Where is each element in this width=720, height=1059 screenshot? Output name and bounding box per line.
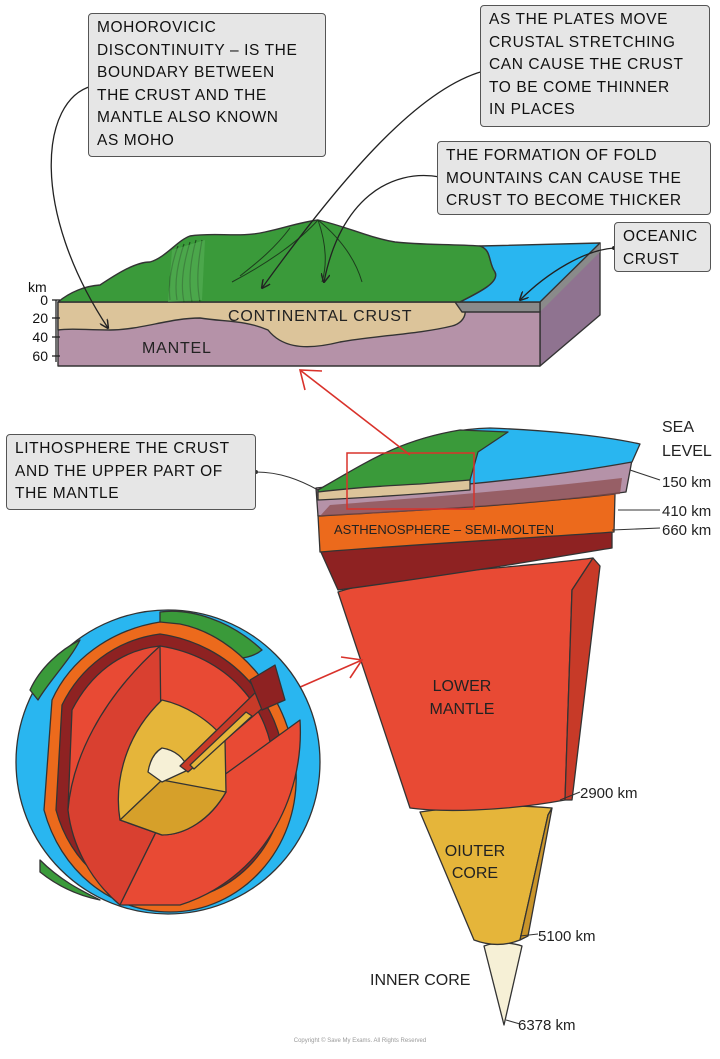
moho-note-line-2: DISCONTINUITY – IS THE	[97, 41, 298, 59]
cone-label-lines	[255, 469, 661, 1025]
globe-wedge-left-face	[67, 645, 163, 906]
moho-note-line-4: THE CRUST AND THE	[97, 86, 267, 104]
lithosphere-note-line-2: AND THE UPPER PART OF	[15, 462, 223, 480]
depth-unit-label: km	[28, 279, 47, 295]
copyright-text: Copyright © Save My Exams. All Rights Re…	[293, 1038, 427, 1044]
globe-continent-bottom	[39, 859, 101, 901]
oceanic-crust-note-box: OCEANIC CRUST	[614, 222, 711, 272]
lithosphere-note-line-1: LITHOSPHERE THE CRUST	[15, 440, 230, 457]
moho-note-line-6: AS MOHO	[97, 131, 175, 149]
earth-layer-cone	[315, 427, 641, 1026]
crust-cross-section-block	[57, 219, 601, 367]
depth-660-label: 660 km	[662, 522, 711, 539]
oceanic-note-line-1: OCEANIC	[623, 228, 698, 245]
depth-150-label: 150 km	[662, 474, 711, 491]
mantel-label: MANTEL	[142, 340, 212, 357]
depth-2900-label: 2900 km	[580, 785, 638, 802]
continental-crust-layer	[57, 301, 466, 348]
depth-410-label: 410 km	[662, 503, 711, 520]
level-label: LEVEL	[662, 443, 712, 460]
fold-note-line-3: CRUST TO BECOME THICKER	[446, 192, 682, 209]
zoom-arrows	[297, 369, 411, 689]
depth-tick-0: 0	[40, 292, 48, 308]
depth-5100-label: 5100 km	[538, 928, 596, 945]
asthenosphere-label: ASTHENOSPHERE – SEMI-MOLTEN	[334, 522, 554, 537]
oceanic-crust-layer	[454, 301, 541, 313]
depth-tick-60: 60	[32, 348, 48, 364]
moho-note-line-3: BOUNDARY BETWEEN	[97, 64, 275, 81]
globe-inner-core	[147, 747, 189, 783]
lower-mantle-label-2: MANTLE	[430, 701, 495, 718]
stretching-note-line-1: AS THE PLATES MOVE	[489, 11, 669, 28]
stretching-note-line-2: CRUSTAL STRETCHING	[489, 33, 676, 51]
stretching-note-line-5: IN PLACES	[489, 101, 576, 118]
fold-note-line-1: THE FORMATION OF FOLD	[446, 147, 658, 164]
globe-continent-left	[29, 639, 81, 701]
depth-tick-40: 40	[32, 329, 48, 345]
depth-6378-label: 6378 km	[518, 1017, 576, 1034]
stretching-note-line-3: CAN CAUSE THE CRUST	[489, 56, 684, 73]
fold-note-line-2: MOUNTAINS CAN CAUSE THE	[446, 169, 682, 187]
lithosphere-note-line-3: THE MANTLE	[15, 485, 120, 502]
lithosphere-note-box: LITHOSPHERE THE CRUST AND THE UPPER PART…	[6, 434, 256, 510]
leader-lines	[50, 69, 615, 328]
moho-note-line-5: MANTLE ALSO KNOWN	[97, 109, 279, 126]
depth-scale	[52, 299, 60, 362]
outer-core-label-2: CORE	[452, 865, 498, 882]
stretching-note-line-4: TO BE COME THINNER	[489, 78, 670, 96]
oceanic-note-line-2: CRUST	[623, 250, 680, 268]
inner-core-segment	[483, 942, 523, 1026]
sea-label: SEA	[662, 419, 694, 436]
depth-tick-20: 20	[32, 310, 48, 326]
moho-note-box: MOHOROVICIC DISCONTINUITY – IS THE BOUND…	[88, 13, 326, 157]
inner-core-label: INNER CORE	[370, 972, 470, 989]
zoom-box	[346, 452, 475, 510]
continental-crust-label: CONTINENTAL CRUST	[228, 308, 412, 325]
moho-note-line-1: MOHOROVICIC	[97, 19, 217, 36]
fold-note-box: THE FORMATION OF FOLD MOUNTAINS CAN CAUS…	[437, 141, 711, 215]
stretching-note-box: AS THE PLATES MOVE CRUSTAL STRETCHING CA…	[480, 5, 710, 127]
outer-core-label-1: OIUTER	[445, 843, 505, 860]
lower-mantle-label-1: LOWER	[433, 678, 492, 695]
earth-globe-cutaway	[15, 609, 321, 915]
land-surface	[57, 219, 497, 303]
ocean-surface	[459, 242, 601, 303]
